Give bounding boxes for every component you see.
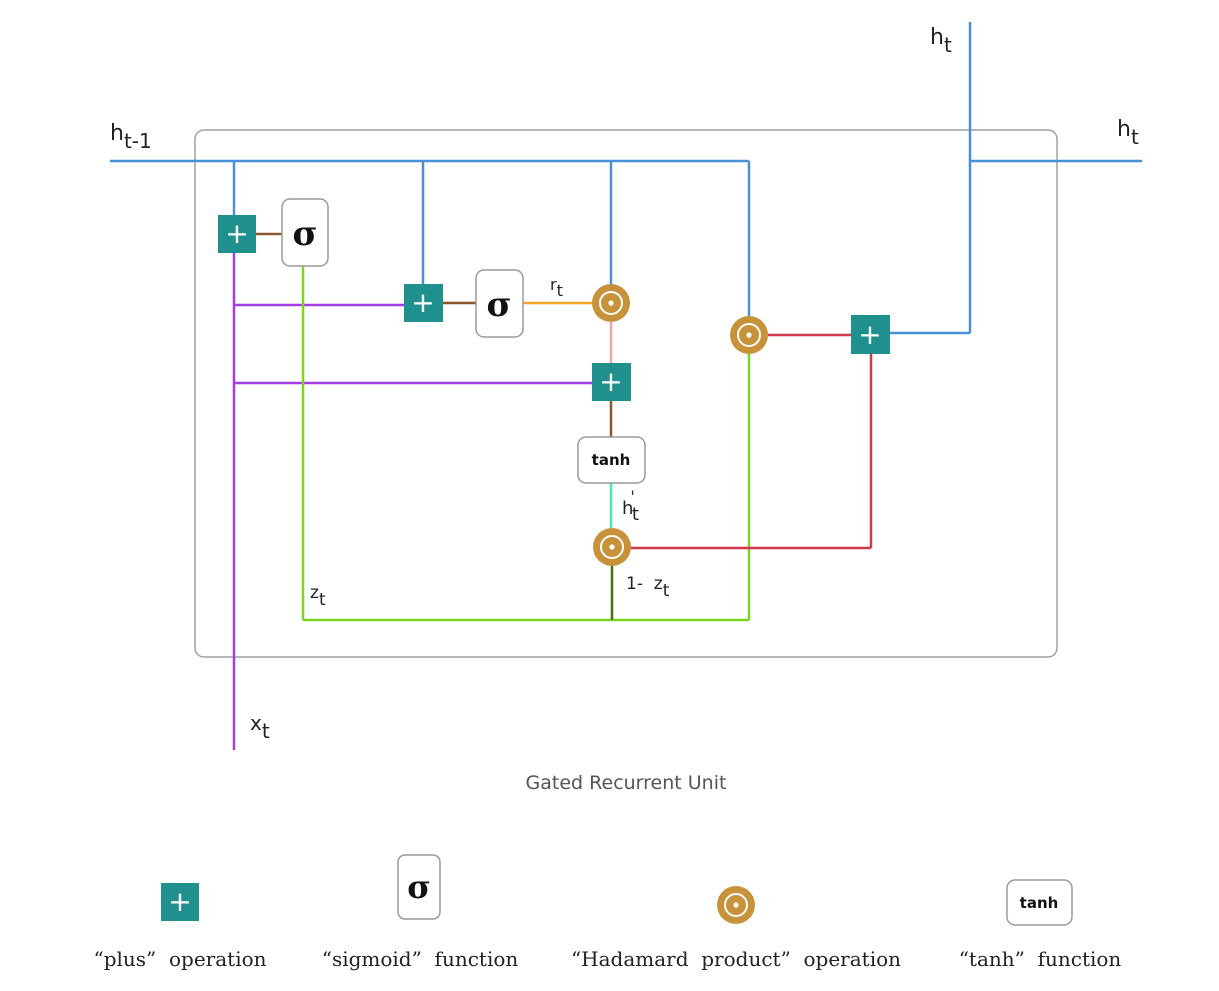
plus-op-candidate: +: [592, 363, 631, 401]
x-input-lines: [232, 253, 592, 750]
x-input-label: xt: [250, 711, 270, 743]
svg-text:σ: σ: [407, 868, 431, 906]
svg-text:“Hadamard product” operation: “Hadamard product” operation: [571, 947, 901, 971]
legend-plus: + “plus” operation: [93, 883, 267, 971]
svg-text:+: +: [599, 365, 622, 398]
one-minus-z-label: 1- zt: [626, 574, 670, 601]
svg-text:σ: σ: [486, 285, 511, 325]
h-prev-lines: [110, 159, 751, 318]
legend-tanh: tanh “tanh” function: [959, 879, 1122, 971]
h-out-right-label: ht: [1117, 117, 1139, 149]
h-prev-label: ht-1: [110, 121, 152, 153]
svg-text:+: +: [411, 286, 434, 319]
brown-connectors: [256, 232, 613, 437]
svg-text:+: +: [225, 217, 248, 250]
plus-op-update: +: [218, 215, 256, 253]
h-out-top-label: ht: [930, 25, 952, 57]
candidate-label: h't: [622, 487, 639, 525]
sigmoid-update: σ: [281, 198, 329, 267]
plus-op-reset: +: [404, 284, 443, 322]
tanh-op: tanh: [577, 436, 646, 484]
h-out-lines: [889, 22, 1142, 335]
svg-text:“plus” operation: “plus” operation: [93, 947, 266, 971]
cell-boundary: [194, 129, 1058, 658]
svg-text:tanh: tanh: [592, 451, 631, 469]
diagram-caption: Gated Recurrent Unit: [526, 772, 727, 794]
update-gate-label: zt: [310, 583, 326, 610]
z-gate-lines: [301, 266, 751, 622]
legend-hadamard: “Hadamard product” operation: [571, 886, 901, 971]
legend-sigmoid: σ “sigmoid” function: [322, 854, 519, 971]
hadamard-op-z: [730, 316, 768, 354]
plus-op-output: +: [851, 315, 890, 354]
svg-text:“sigmoid” function: “sigmoid” function: [322, 947, 519, 971]
svg-text:+: +: [858, 318, 881, 351]
output-red-lines: [630, 333, 873, 550]
reset-gate-label: rt: [550, 275, 563, 300]
hadamard-op-one-minus-z: [593, 528, 631, 566]
svg-text:+: +: [168, 885, 191, 918]
sigmoid-reset: σ: [475, 269, 524, 338]
svg-text:tanh: tanh: [1020, 894, 1059, 912]
hadamard-op-reset: [592, 284, 630, 322]
svg-text:“tanh” function: “tanh” function: [959, 947, 1122, 971]
svg-text:σ: σ: [292, 214, 317, 254]
